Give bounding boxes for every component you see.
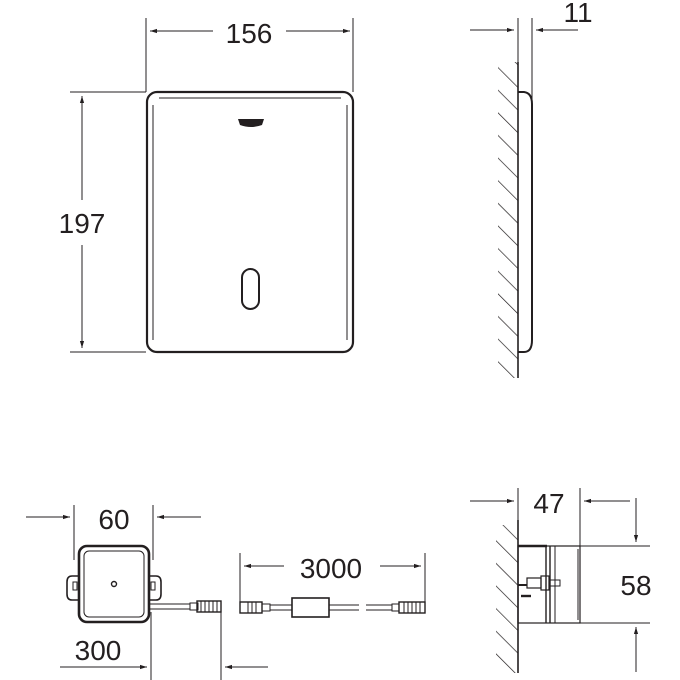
cable-length-dimension: 300 xyxy=(60,612,268,680)
extension-length-dimension: 3000 xyxy=(239,553,426,612)
female-connector-icon xyxy=(239,601,263,614)
sensor-window-icon xyxy=(241,268,260,310)
depth-label: 11 xyxy=(563,0,592,28)
box-width-dimension: 60 xyxy=(26,504,201,560)
depth-dimension: 11 xyxy=(470,0,593,100)
wall-hatch xyxy=(498,62,518,378)
box-depth-dimension: 47 xyxy=(470,488,630,546)
power-box-outline xyxy=(77,544,151,624)
flush-plate-outline xyxy=(145,90,355,354)
brand-logo-icon xyxy=(238,119,264,127)
front-plate-view: 156 197 xyxy=(59,18,355,354)
inline-module-icon xyxy=(291,597,330,618)
box-width-label: 60 xyxy=(98,504,129,535)
width-label: 156 xyxy=(226,18,273,49)
cable-length-label: 300 xyxy=(75,635,122,666)
extension-cable-view: 3000 xyxy=(239,553,426,618)
extension-length-label: 3000 xyxy=(300,553,362,584)
width-dimension: 156 xyxy=(145,18,354,92)
height-dimension: 197 xyxy=(59,91,146,353)
power-box-front-view: 60 300 xyxy=(26,504,268,680)
side-plate-view: 11 xyxy=(470,0,593,378)
screw-icon xyxy=(526,577,542,589)
box-depth-label: 47 xyxy=(533,488,564,519)
box-height-dimension: 58 xyxy=(580,498,652,672)
short-cable xyxy=(149,600,222,613)
screw-hole-icon xyxy=(110,580,118,588)
wall-hatch xyxy=(496,525,518,673)
power-box-side-view: 47 58 xyxy=(470,488,652,673)
plate-profile xyxy=(518,91,533,353)
height-label: 197 xyxy=(59,208,106,239)
box-height-label: 58 xyxy=(620,570,651,601)
